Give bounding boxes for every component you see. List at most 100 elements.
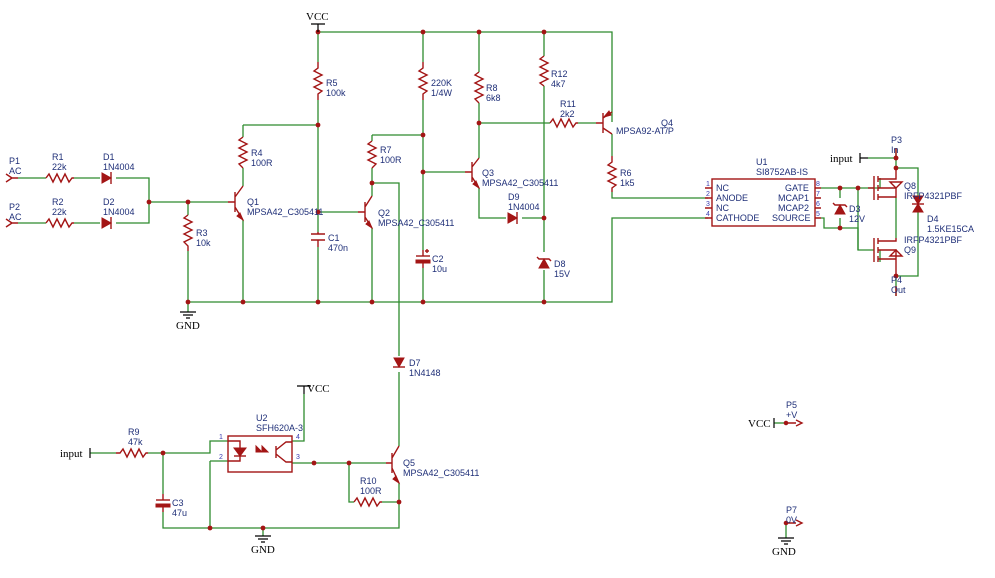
svg-text:D1: D1 — [103, 152, 115, 162]
svg-text:R2: R2 — [52, 197, 64, 207]
vcc-top-symbol: VCC — [306, 11, 329, 32]
svg-text:Q3: Q3 — [482, 168, 494, 178]
svg-text:1/4W: 1/4W — [431, 88, 453, 98]
svg-text:8: 8 — [816, 181, 820, 188]
input-bottom-net: input — [60, 448, 91, 460]
gnd-bottom-symbol: GND — [251, 535, 275, 556]
svg-text:MPSA42_C305411: MPSA42_C305411 — [247, 207, 323, 217]
gnd-main-symbol: GND — [176, 311, 200, 332]
svg-text:Q1: Q1 — [247, 197, 259, 207]
svg-text:GATE: GATE — [785, 183, 809, 193]
svg-text:R3: R3 — [196, 228, 208, 238]
svg-text:1: 1 — [706, 181, 710, 188]
connector-p4: P4 Out — [891, 275, 906, 296]
transistor-q3: Q3 MPSA42_C305411 — [465, 157, 558, 190]
capacitor-c2: C2 10u — [415, 249, 447, 274]
input-top-net: input — [830, 153, 868, 165]
diode-d1: D1 1N4004 — [101, 152, 135, 184]
svg-text:1.5KE15CA: 1.5KE15CA — [927, 224, 974, 234]
svg-text:In: In — [891, 145, 899, 155]
wires — [18, 31, 919, 538]
resistor-r3: R3 10k — [182, 214, 211, 251]
resistor-r9: R9 47k — [116, 427, 148, 459]
resistor-r11: R11 2k2 — [549, 99, 578, 129]
svg-text:P4: P4 — [891, 275, 902, 285]
svg-text:1N4004: 1N4004 — [103, 207, 135, 217]
svg-text:47k: 47k — [128, 437, 143, 447]
gnd-bottom-label: GND — [251, 544, 275, 556]
capacitor-c3: C3 47u — [155, 494, 187, 518]
input-top-label: input — [830, 153, 853, 165]
resistor-r8: R8 6k8 — [473, 71, 501, 104]
svg-text:+V: +V — [786, 410, 797, 420]
transistor-q2: Q2 MPSA42_C305411 — [358, 195, 454, 230]
ic-u1: U1 SI8752AB-IS 1 2 3 4 NC ANODE NC CATHO… — [705, 157, 821, 227]
svg-text:MPSA42_C305411: MPSA42_C305411 — [378, 218, 454, 228]
svg-text:22k: 22k — [52, 162, 67, 172]
svg-text:470n: 470n — [328, 243, 348, 253]
junctions — [146, 29, 899, 531]
svg-text:IRFP4321PBF: IRFP4321PBF — [904, 235, 963, 245]
svg-text:D7: D7 — [409, 358, 421, 368]
mosfet-q8: Q8 IRFP4321PBF — [868, 168, 963, 201]
svg-text:D2: D2 — [103, 197, 115, 207]
svg-text:R1: R1 — [52, 152, 64, 162]
svg-text:NC: NC — [716, 203, 729, 213]
svg-text:1: 1 — [219, 434, 223, 441]
vcc-top-label: VCC — [306, 11, 329, 23]
svg-text:3: 3 — [296, 454, 300, 461]
svg-text:1k5: 1k5 — [620, 178, 635, 188]
resistor-r5: R5 100k — [312, 62, 346, 100]
svg-text:MPSA42_C305411: MPSA42_C305411 — [403, 468, 479, 478]
svg-text:P3: P3 — [891, 135, 902, 145]
transistor-q5: Q5 MPSA42_C305411 — [386, 445, 479, 485]
svg-text:IRFP4321PBF: IRFP4321PBF — [904, 191, 963, 201]
svg-text:10k: 10k — [196, 238, 211, 248]
svg-text:12V: 12V — [849, 214, 865, 224]
svg-text:SI8752AB-IS: SI8752AB-IS — [756, 167, 808, 177]
svg-text:10u: 10u — [432, 264, 447, 274]
resistor-r12: R12 4k7 — [538, 55, 568, 89]
svg-text:MPSA92-AT/P: MPSA92-AT/P — [616, 126, 674, 136]
connector-p7: P7 0V — [783, 505, 804, 527]
svg-text:Q2: Q2 — [378, 208, 390, 218]
svg-text:U1: U1 — [756, 157, 768, 167]
resistor-r1: R1 22k — [45, 152, 74, 184]
svg-text:1N4004: 1N4004 — [508, 202, 540, 212]
mosfet-q9: IRFP4321PBF Q9 — [873, 235, 963, 276]
svg-text:C2: C2 — [432, 254, 444, 264]
svg-text:D9: D9 — [508, 192, 520, 202]
svg-text:7: 7 — [816, 191, 820, 198]
optocoupler-u2: U2 SFH620A-3 1 2 3 4 — [219, 413, 303, 473]
svg-text:6k8: 6k8 — [486, 93, 501, 103]
svg-text:AC: AC — [9, 166, 22, 176]
gnd-main-label: GND — [176, 320, 200, 332]
resistor-r10: R10 100R — [353, 476, 382, 508]
svg-text:ANODE: ANODE — [716, 193, 748, 203]
diode-d2: D2 1N4004 — [101, 197, 135, 229]
svg-text:C1: C1 — [328, 233, 340, 243]
svg-text:R5: R5 — [326, 78, 338, 88]
svg-text:CATHODE: CATHODE — [716, 213, 759, 223]
svg-text:MCAP2: MCAP2 — [778, 203, 809, 213]
tvs-d4: D4 1.5KE15CA — [912, 195, 974, 234]
svg-text:C3: C3 — [172, 498, 184, 508]
resistor-r2: R2 22k — [45, 197, 74, 229]
svg-text:R4: R4 — [251, 148, 263, 158]
svg-text:2: 2 — [219, 454, 223, 461]
svg-text:NC: NC — [716, 183, 729, 193]
svg-text:1N4148: 1N4148 — [409, 368, 441, 378]
svg-text:Q4: Q4 — [661, 118, 673, 128]
svg-text:Q9: Q9 — [904, 245, 916, 255]
capacitor-c1: C1 470n — [311, 232, 348, 253]
svg-text:100R: 100R — [251, 158, 273, 168]
svg-text:4: 4 — [706, 211, 710, 218]
gnd-p7-symbol: GND — [772, 537, 796, 558]
resistor-r6: R6 1k5 — [606, 156, 635, 192]
svg-text:R6: R6 — [620, 168, 632, 178]
svg-text:Q8: Q8 — [904, 181, 916, 191]
svg-text:MPSA42_C305411: MPSA42_C305411 — [482, 178, 558, 188]
vcc-p6-net: VCC — [748, 418, 775, 430]
svg-text:4k7: 4k7 — [551, 79, 566, 89]
svg-text:1N4004: 1N4004 — [103, 162, 135, 172]
